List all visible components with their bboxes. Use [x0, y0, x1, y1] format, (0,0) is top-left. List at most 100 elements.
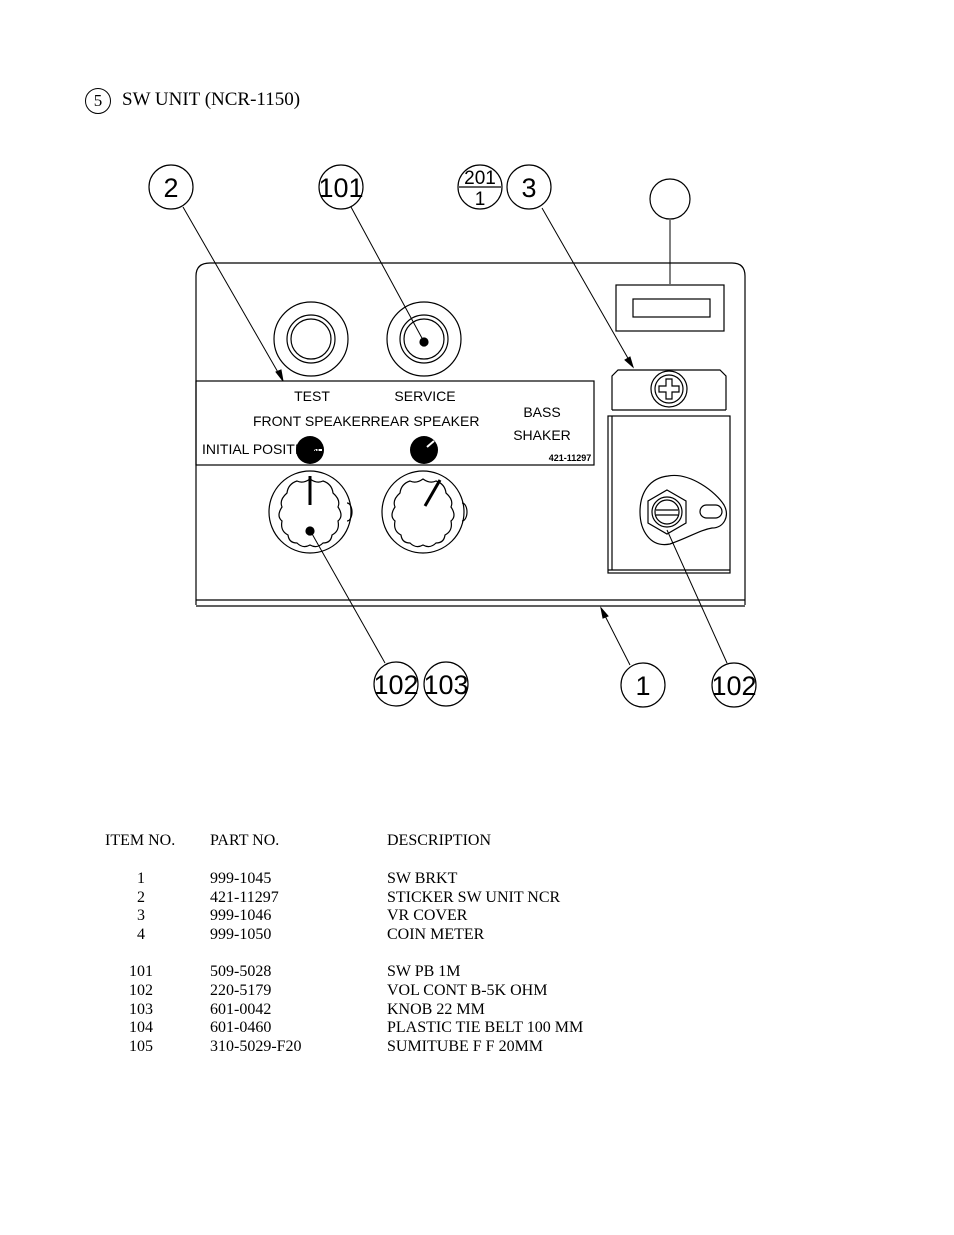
test-pushbutton — [273, 301, 349, 377]
header-part-no: PART NO. — [210, 832, 280, 849]
leader-lines — [182, 206, 728, 666]
service-button-cap — [403, 318, 445, 360]
coin-meter — [615, 284, 725, 332]
rear-indicator-mark — [426, 440, 435, 448]
table-row: 1 999-1045 SW BRKT — [0, 870, 954, 889]
sticker-initial-position-label: INITIAL POSITION — [202, 441, 320, 457]
balloon-item-4 — [649, 178, 691, 220]
vol-cont-shaft-outer — [651, 496, 683, 528]
leader-sticker — [182, 206, 284, 382]
vr-cover-top — [611, 369, 727, 410]
front-knob-tab — [346, 502, 353, 522]
rear-knob-grip — [391, 478, 455, 548]
arrowhead-bracket — [600, 606, 609, 619]
description: VOL CONT B-5K OHM — [387, 982, 548, 999]
part-no: 999-1045 — [210, 870, 272, 887]
service-button-ring — [399, 314, 449, 364]
sticker-bass-label: BASS — [523, 404, 560, 420]
leader-bracket — [600, 607, 631, 666]
item-no: 2 — [137, 889, 145, 906]
header-description: DESCRIPTION — [387, 832, 492, 849]
description: PLASTIC TIE BELT 100 MM — [387, 1019, 584, 1036]
part-no: 601-0460 — [210, 1019, 272, 1036]
item-no: 1 — [137, 870, 145, 887]
coin-meter-window — [632, 298, 711, 318]
item-no: 102 — [129, 982, 153, 999]
table-row: 2 421-11297 STICKER SW UNIT NCR — [0, 889, 954, 908]
description: STICKER SW UNIT NCR — [387, 889, 561, 906]
balloon-item-102-right — [711, 662, 757, 708]
callout-balloons: 2 101 201 1 3 102 103 1 102 — [148, 164, 757, 708]
section-number-circle: 5 — [85, 88, 111, 114]
description: VR COVER — [387, 907, 468, 924]
table-row: 101 509-5028 SW PB 1M — [0, 963, 954, 982]
arrowhead-vr-cover — [624, 356, 634, 369]
sticker-test-label: TEST — [294, 388, 330, 404]
part-no: 999-1050 — [210, 926, 272, 943]
leader-vol-cont-right — [666, 529, 728, 664]
parts-list-header: ITEM NO. PART NO. DESCRIPTION — [0, 832, 954, 851]
service-button-dot — [419, 337, 429, 347]
leader-knob — [310, 531, 386, 664]
item-no: 101 — [129, 963, 153, 980]
balloon-label-101: 101 — [318, 173, 363, 203]
sticker-outline — [195, 380, 595, 466]
arrowhead-sticker — [275, 369, 284, 382]
rear-knob-pointer — [423, 479, 442, 507]
item-no: 103 — [129, 1001, 153, 1018]
front-speaker-knob — [268, 470, 353, 554]
item-no: 105 — [129, 1038, 153, 1055]
balloon-label-102-right: 102 — [711, 671, 756, 701]
vol-cont-mount-plate — [639, 474, 727, 546]
item-no: 3 — [137, 907, 145, 924]
vol-cont-shaft-inner — [654, 499, 680, 525]
sticker-service-label: SERVICE — [394, 388, 455, 404]
balloon-label-102: 102 — [373, 670, 418, 700]
leader-vr-cover — [541, 207, 634, 368]
vr-cover — [607, 369, 731, 574]
item-no: 104 — [129, 1019, 153, 1036]
bracket-outline — [195, 262, 746, 605]
sticker-rear-speaker-label: REAR SPEAKER — [371, 413, 480, 429]
vr-cover-screw-outer — [650, 370, 688, 408]
balloon-label-fraction-bottom: 1 — [475, 189, 486, 210]
part-no: 601-0042 — [210, 1001, 272, 1018]
balloon-item-1 — [620, 662, 666, 708]
vol-cont-hex-nut — [647, 489, 687, 535]
phillips-screw-icon — [658, 378, 680, 400]
item-no: 4 — [137, 926, 145, 943]
front-knob-grip — [278, 478, 342, 548]
table-row: 105 310-5029-F20 SUMITUBE F F 20MM — [0, 1038, 954, 1057]
table-row: 3 999-1046 VR COVER — [0, 907, 954, 926]
table-row: 102 220-5179 VOL CONT B-5K OHM — [0, 982, 954, 1001]
coin-meter-body — [615, 284, 725, 332]
part-no: 999-1046 — [210, 907, 272, 924]
balloon-item-101 — [318, 164, 364, 210]
vr-cover-screw-inner — [654, 374, 684, 404]
vr-cover-body — [607, 415, 731, 574]
table-row: 4 999-1050 COIN METER — [0, 926, 954, 945]
sticker-front-speaker-label: FRONT SPEAKER — [253, 413, 371, 429]
balloon-item-102 — [373, 661, 419, 707]
service-button-outer — [386, 301, 462, 377]
volume-control — [639, 474, 727, 546]
sticker-part-code: 421-11297 — [549, 453, 592, 463]
front-knob-body — [268, 470, 352, 554]
front-speaker-indicator-icon — [296, 436, 324, 464]
table-row: 104 601-0460 PLASTIC TIE BELT 100 MM — [0, 1019, 954, 1038]
part-no: 421-11297 — [210, 889, 279, 906]
sw-unit-diagram: TEST SERVICE FRONT SPEAKER REAR SPEAKER … — [148, 164, 757, 708]
table-row: 103 601-0042 KNOB 22 MM — [0, 1001, 954, 1020]
part-no: 310-5029-F20 — [210, 1038, 302, 1055]
balloon-item-103 — [423, 661, 469, 707]
description: KNOB 22 MM — [387, 1001, 485, 1018]
rear-knob-body — [381, 470, 465, 554]
vol-cont-mount-slot — [699, 504, 723, 519]
sticker-shaker-label: SHAKER — [513, 427, 571, 443]
part-no: 509-5028 — [210, 963, 272, 980]
front-knob-dot — [305, 526, 315, 536]
test-button-cap — [290, 318, 332, 360]
balloon-label-2: 2 — [163, 173, 178, 203]
balloon-item-2 — [148, 164, 194, 210]
balloon-label-103: 103 — [423, 670, 468, 700]
